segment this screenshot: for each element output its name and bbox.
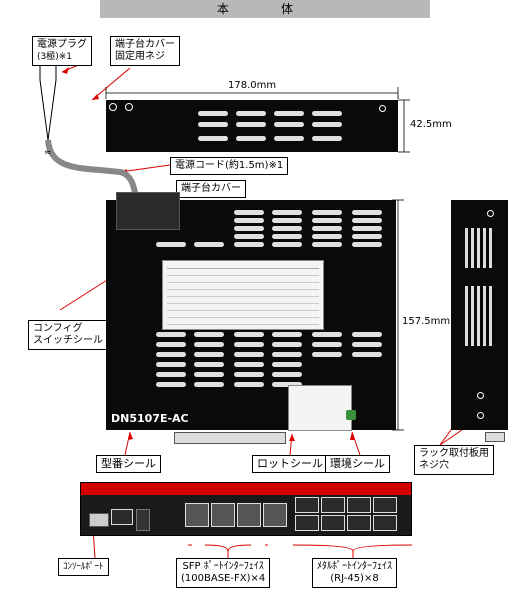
config-switch-label: コンフィグ スイッチシール — [28, 320, 108, 350]
model-seal-label: 型番シール — [96, 455, 161, 473]
power-cord-label: 電源コード(約1.5m)※1 — [170, 157, 289, 175]
width-dimension: 178.0mm — [228, 80, 277, 91]
rack-screw-label: ラック取付板用 ネジ穴 — [414, 445, 494, 475]
power-switch — [89, 513, 109, 527]
unit-side-view — [106, 100, 398, 152]
screw-icon — [487, 210, 494, 217]
sfp-port-text2: (100BASE-FX)×4 — [181, 573, 266, 584]
led-panel — [136, 509, 150, 531]
sfp-port-1 — [185, 503, 209, 527]
rj45-port-2 — [321, 497, 345, 513]
metal-port-text2: (RJ-45)×8 — [330, 573, 379, 584]
sfp-port-3 — [237, 503, 261, 527]
sfp-port-2 — [211, 503, 235, 527]
sfp-port-label: SFP ﾎﾟｰﾄｲﾝﾀｰﾌｪｲｽ (100BASE-FX)×4 — [176, 558, 271, 588]
rack-screw-hole-icon — [477, 392, 484, 399]
model-text: DN5107E-AC — [111, 412, 189, 425]
terminal-cover-screw-text2: 固定用ネジ — [115, 51, 165, 62]
config-switch-table — [162, 260, 324, 330]
section-header: 本 体 — [100, 0, 430, 18]
rj45-port-5 — [295, 515, 319, 531]
env-seal-label: 環境シール — [325, 455, 390, 473]
power-plug-label: 電源プラグ (3極)※1 — [32, 36, 92, 66]
metal-port-text1: ﾒﾀﾙﾎﾟｰﾄｲﾝﾀｰﾌｪｲｽ — [317, 561, 392, 572]
rj45-port-7 — [347, 515, 371, 531]
console-port-label: ｺﾝｿｰﾙﾎﾟｰﾄ — [58, 558, 109, 576]
env-seal — [346, 410, 356, 420]
rj45-port-4 — [373, 497, 397, 513]
height-dimension: 157.5mm — [402, 316, 451, 327]
terminal-cover-screw-text1: 端子台カバー — [115, 39, 175, 50]
unit-front-view — [80, 482, 412, 536]
unit-front-side-view — [451, 200, 508, 442]
power-plug-sub: (3極)※1 — [37, 52, 73, 62]
sfp-port-4 — [263, 503, 287, 527]
rack-screw-hole-icon — [477, 412, 484, 419]
lot-seal-label: ロットシール — [252, 455, 328, 473]
metal-port-label: ﾒﾀﾙﾎﾟｰﾄｲﾝﾀｰﾌｪｲｽ (RJ-45)×8 — [312, 558, 397, 588]
rj45-port-8 — [373, 515, 397, 531]
svg-text:≈: ≈ — [44, 148, 52, 158]
rj45-port-6 — [321, 515, 345, 531]
sfp-port-text1: SFP ﾎﾟｰﾄｲﾝﾀｰﾌｪｲｽ — [182, 561, 264, 572]
rack-screw-text1: ラック取付板用 — [419, 448, 489, 459]
screw-icon — [109, 103, 117, 111]
rack-screw-text2: ネジ穴 — [419, 460, 449, 471]
depth-dimension: 42.5mm — [410, 119, 452, 130]
config-switch-text2: スイッチシール — [33, 335, 103, 346]
config-switch-text1: コンフィグ — [33, 323, 83, 334]
screw-icon — [379, 105, 386, 112]
terminal-cover-screw-label: 端子台カバー 固定用ネジ — [110, 36, 180, 66]
bottom-feet — [174, 432, 286, 444]
unit-top-view: DN5107E-AC — [106, 192, 396, 444]
lot-seal — [288, 385, 352, 431]
terminal-cover-label: 端子台カバー — [176, 180, 246, 198]
rj45-port-1 — [295, 497, 319, 513]
screw-icon — [125, 103, 133, 111]
console-port — [111, 509, 133, 525]
terminal-cover — [116, 192, 180, 230]
power-plug-text: 電源プラグ — [37, 39, 87, 50]
rj45-port-3 — [347, 497, 371, 513]
